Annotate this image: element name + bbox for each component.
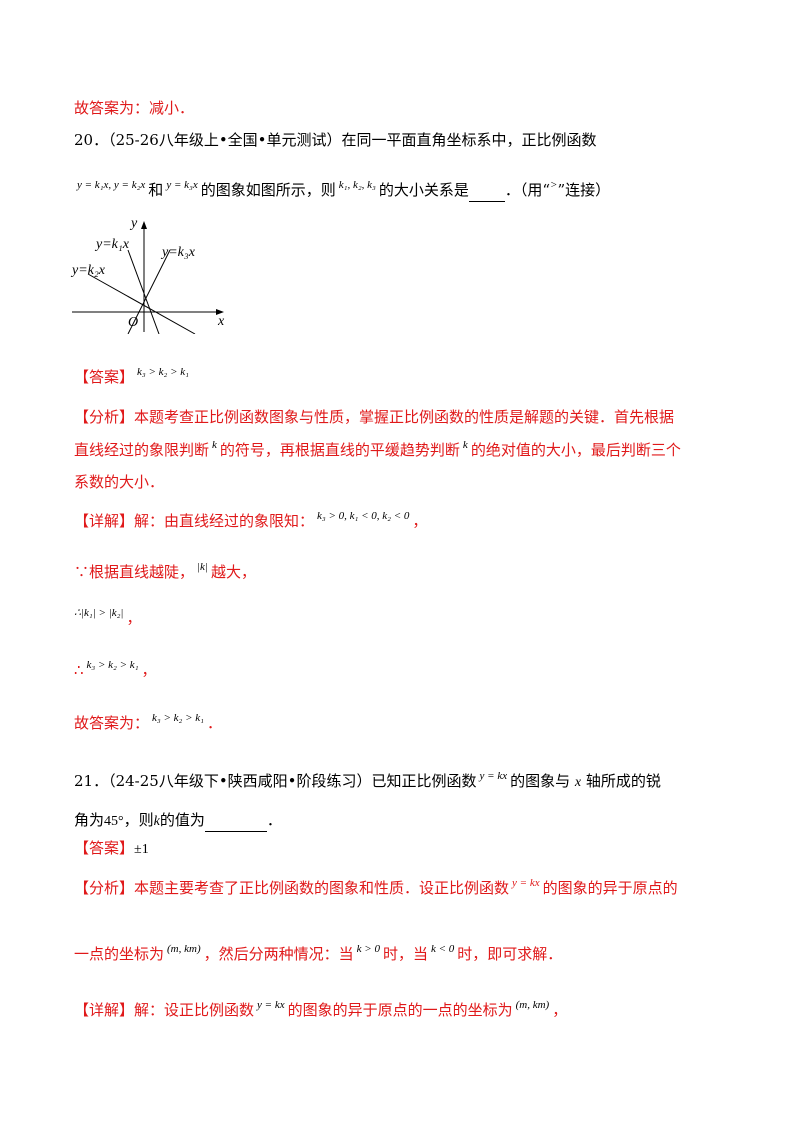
analysis-tag: 【分析】 — [74, 879, 135, 897]
q20-final-answer: 故答案为：k₃ > k₂ > k₁． — [74, 712, 222, 735]
math-eq1: y = k₁x, y = k₂x — [77, 179, 146, 191]
math-point: (m, km) — [515, 999, 550, 1011]
text-mid: 的图象如图所示，则 — [200, 181, 336, 199]
text-and: 和 — [148, 181, 164, 199]
q20-analysis-1: 【分析】本题考查正比例函数图象与性质，掌握正比例函数的性质是解题的关键．首先根据 — [74, 407, 674, 427]
text: 一点的坐标为 — [74, 945, 165, 963]
math-eq2: y = k₃x — [166, 179, 198, 191]
math: y = kx — [479, 770, 508, 782]
detail-tag: 【详解】 — [74, 512, 135, 530]
math: k > 0 — [356, 943, 380, 955]
math-point: (m, km) — [167, 943, 201, 955]
text: 故答案为： — [74, 714, 150, 732]
q20-answer-math: k₃ > k₂ > k₁ — [137, 366, 189, 378]
text: 时，即可求解． — [457, 945, 563, 963]
math-k: k — [212, 439, 217, 451]
math: k₃ > k₂ > k₁ — [86, 659, 139, 671]
line-k2 — [87, 273, 196, 334]
text: 时，当 — [382, 945, 428, 963]
math: y = kx — [512, 877, 540, 889]
math-x: x — [574, 775, 582, 790]
text: 解：设正比例函数 — [134, 1001, 255, 1019]
y-axis-label: y — [129, 216, 138, 231]
q20-analysis-3: 系数的大小． — [74, 473, 165, 491]
math-k: k — [462, 439, 468, 451]
math-ks: k₁, k₂, k₃ — [338, 179, 376, 191]
math-deg: 45° — [104, 814, 124, 829]
text: 解：由直线经过的象限知： — [134, 512, 315, 530]
x-arrow — [216, 309, 224, 315]
answer-tag: 【答案】 — [74, 839, 135, 857]
q21-answer-line: 【答案】±1 — [74, 838, 149, 860]
text: 的图象的异于原点的 — [542, 879, 678, 897]
detail-tag: 【详解】 — [74, 1001, 135, 1019]
prev-answer: 故答案为：减小． — [74, 99, 195, 117]
text: ，则 — [123, 811, 154, 829]
text: 的图象与 — [510, 772, 571, 790]
q20-answer-line: 【答案】k₃ > k₂ > k₁ — [74, 366, 192, 389]
answer-blank[interactable] — [468, 187, 505, 202]
math: ∴|k₁| > |k₂| — [74, 607, 124, 619]
math: k₃ > k₂ > k₁ — [152, 712, 204, 724]
text-tail-b: ．（用“ — [504, 181, 551, 199]
label-k1: y=k₁x — [94, 237, 130, 252]
q20-detail-1: 【详解】解：由直线经过的象限知：k₃ > 0, k₁ < 0, k₂ < 0， — [74, 510, 428, 533]
math: k < 0 — [430, 943, 455, 955]
math-gt: > — [550, 179, 558, 191]
text: 直线经过的象限判断 — [74, 441, 210, 459]
answer-blank[interactable] — [204, 817, 267, 832]
text: 轴所成的锐 — [585, 772, 661, 790]
math-abs-k: |k| — [197, 561, 208, 573]
text: ，然后分两种情况：当 — [203, 945, 354, 963]
q20-detail-2: ∵根据直线越陡，|k|越大， — [74, 561, 256, 584]
q21-answer-value: ±1 — [134, 842, 149, 857]
text: 的值为 — [159, 811, 205, 829]
math: k₃ > 0, k₁ < 0, k₂ < 0 — [317, 510, 410, 522]
text: 的符号，再根据直线的平缓趋势判断 — [219, 441, 460, 459]
answer-tag: 【答案】 — [74, 368, 135, 386]
x-axis-label: x — [217, 314, 225, 329]
text: 的图象的异于原点的一点的坐标为 — [287, 1001, 513, 1019]
label-k3: y=k₃x — [160, 245, 196, 260]
text-tail-c: ”连接） — [557, 181, 611, 199]
text: ， — [412, 512, 428, 530]
q20-heading: 20．（25-26八年级上•全国•单元测试）在同一平面直角坐标系中，正比例函数 — [74, 131, 597, 149]
text: ， — [141, 661, 157, 679]
q20-detail-3: ∴|k₁| > |k₂|， — [74, 607, 142, 630]
text: ． — [206, 714, 222, 732]
text: 本题主要考查了正比例函数的图象和性质．设正比例函数 — [134, 879, 510, 897]
q20-detail-4: ∴k₃ > k₂ > k₁， — [74, 659, 157, 682]
q20-figure: y x O y=k₁x y=k₂x y=k₃x — [70, 216, 225, 334]
text-tail-a: 的大小关系是 — [378, 181, 469, 199]
text: ∵根据直线越陡， — [74, 563, 195, 581]
text: ∴ — [74, 661, 84, 679]
text: ， — [126, 609, 142, 627]
line-k1 — [127, 249, 160, 334]
y-arrow — [141, 221, 147, 229]
text: ． — [266, 811, 282, 829]
origin-label: O — [128, 315, 138, 330]
label-k2: y=k₂x — [70, 263, 106, 278]
text: ， — [552, 1001, 568, 1019]
text: 角为 — [74, 811, 105, 829]
text: 本题考查正比例函数图象与性质，掌握正比例函数的性质是解题的关键．首先根据 — [134, 408, 675, 426]
q21-line2: 角为45°，则k的值为 ． — [74, 810, 282, 832]
text: 越大， — [210, 563, 256, 581]
text: 的绝对值的大小，最后判断三个 — [470, 441, 681, 459]
math-k: k — [153, 814, 160, 829]
math: y = kx — [257, 999, 285, 1011]
analysis-tag: 【分析】 — [74, 408, 135, 426]
line-k3 — [127, 249, 171, 334]
text: 21．（24-25八年级下•陕西咸阳•阶段练习）已知正比例函数 — [74, 772, 477, 790]
